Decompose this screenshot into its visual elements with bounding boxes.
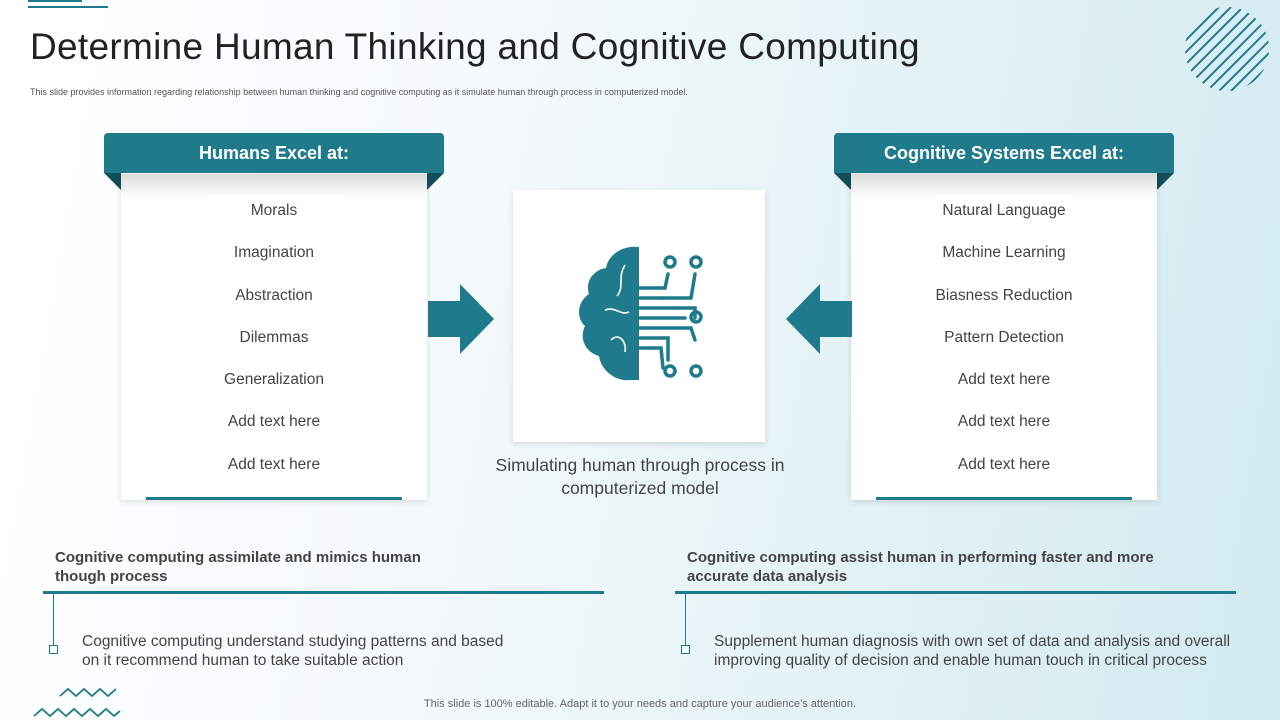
bottom-left-rule <box>43 591 604 594</box>
bottom-right-bullet <box>681 645 690 654</box>
right-banner-fold <box>834 173 851 190</box>
bottom-left-bullet <box>49 645 58 654</box>
list-item: Add text here <box>227 413 321 431</box>
bottom-left-heading-line2: though process <box>55 568 168 585</box>
list-item: Dilemmas <box>239 328 309 346</box>
slide-subtitle: This slide provides information regardin… <box>30 87 688 97</box>
slide-footer: This slide is 100% editable. Adapt it to… <box>423 698 857 710</box>
left-banner-fold <box>104 173 121 190</box>
humans-banner: Humans Excel at: <box>104 133 444 173</box>
center-icon-box <box>513 190 765 442</box>
decor-line-top-2 <box>28 6 108 8</box>
cognitive-banner: Cognitive Systems Excel at: <box>834 133 1174 173</box>
bottom-right-heading-line2: accurate data analysis <box>687 568 848 585</box>
list-item: Morals <box>250 202 298 219</box>
decor-line-top <box>28 0 82 2</box>
list-item: Generalization <box>224 371 324 389</box>
humans-panel: Morals Imagination Abstraction Dilemmas … <box>121 174 427 500</box>
humans-list: Morals Imagination Abstraction Dilemmas … <box>121 202 427 498</box>
bottom-left-connector <box>53 594 54 646</box>
list-item: Imagination <box>233 244 315 262</box>
bottom-left-text-line1: Cognitive computing understand studying … <box>82 633 504 650</box>
list-item: Add text here <box>957 371 1051 389</box>
bottom-right-text-line2: improving quality of decision and enable… <box>714 652 1207 669</box>
slide-title: Determine Human Thinking and Cognitive C… <box>30 26 920 67</box>
left-banner-fold-right <box>427 173 444 190</box>
panel-bottom-bar <box>876 497 1132 500</box>
zigzag-decor-icon <box>33 687 121 718</box>
bottom-right-text-line1: Supplement human diagnosis with own set … <box>714 633 1231 650</box>
center-caption-line2: computerized model <box>561 478 719 498</box>
bottom-right-text: Supplement human diagnosis with own set … <box>714 632 1230 670</box>
panel-bottom-bar <box>146 497 402 500</box>
list-item: Abstraction <box>235 286 313 304</box>
arrow-right-icon <box>428 284 494 354</box>
bottom-left-text: Cognitive computing understand studying … <box>82 632 503 670</box>
bottom-left-heading: Cognitive computing assimilate and mimic… <box>55 548 421 586</box>
bottom-right-heading-line1: Cognitive computing assist human in perf… <box>687 549 1154 566</box>
list-item: Add text here <box>227 455 321 473</box>
bottom-left-heading-line1: Cognitive computing assimilate and mimic… <box>55 549 421 566</box>
cognitive-panel: Natural Language Machine Learning Biasne… <box>851 174 1157 500</box>
list-item: Natural Language <box>942 202 1066 219</box>
arrow-left-icon <box>786 284 852 354</box>
bottom-left-text-line2: on it recommend human to take suitable a… <box>82 652 404 669</box>
panel-shade <box>851 174 1157 198</box>
brain-circuit-icon <box>579 246 703 381</box>
bottom-right-heading: Cognitive computing assist human in perf… <box>687 548 1154 586</box>
list-item: Biasness Reduction <box>935 286 1073 304</box>
bottom-right-rule <box>675 591 1236 594</box>
list-item: Add text here <box>957 455 1051 473</box>
center-caption: Simulating human through process in comp… <box>470 454 810 500</box>
list-item: Machine Learning <box>942 244 1066 262</box>
striped-circle-decor-icon <box>1185 7 1269 91</box>
list-item: Add text here <box>957 413 1051 431</box>
bottom-right-connector <box>685 594 686 646</box>
list-item: Pattern Detection <box>944 328 1064 346</box>
center-caption-line1: Simulating human through process in <box>495 455 785 475</box>
right-banner-fold-right <box>1157 173 1174 190</box>
panel-shade <box>121 174 427 198</box>
cognitive-list: Natural Language Machine Learning Biasne… <box>851 202 1157 498</box>
